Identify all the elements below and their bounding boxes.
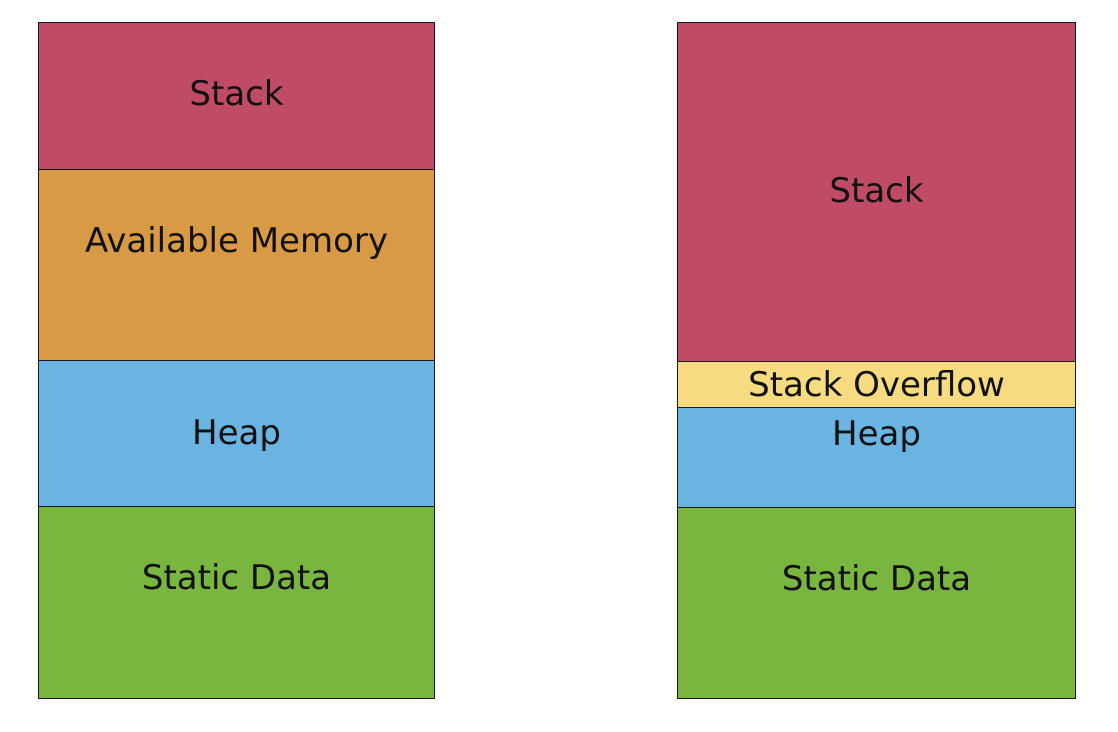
stack-overflow-label: Stack Overflow — [748, 365, 1005, 405]
stack-label: Stack — [829, 171, 924, 211]
memory-layout-normal: Stack Available Memory Heap Static Data — [38, 22, 435, 699]
heap-label: Heap — [192, 413, 281, 453]
stack-label: Stack — [189, 74, 284, 114]
stack-segment: Stack — [678, 23, 1075, 361]
heap-segment: Heap — [39, 360, 434, 506]
static-data-segment: Static Data — [39, 505, 434, 698]
available-memory-segment: Available Memory — [39, 168, 434, 360]
static-data-label: Static Data — [141, 557, 332, 598]
available-memory-label: Available Memory — [85, 220, 388, 261]
stack-segment: Stack — [39, 23, 434, 169]
heap-segment: Heap — [678, 406, 1075, 507]
memory-layout-overflow: Stack Stack Overflow Heap Static Data — [677, 22, 1076, 699]
static-data-label: Static Data — [781, 558, 972, 599]
static-data-segment: Static Data — [678, 506, 1075, 698]
heap-label: Heap — [832, 413, 921, 454]
stack-overflow-segment: Stack Overflow — [678, 361, 1075, 407]
